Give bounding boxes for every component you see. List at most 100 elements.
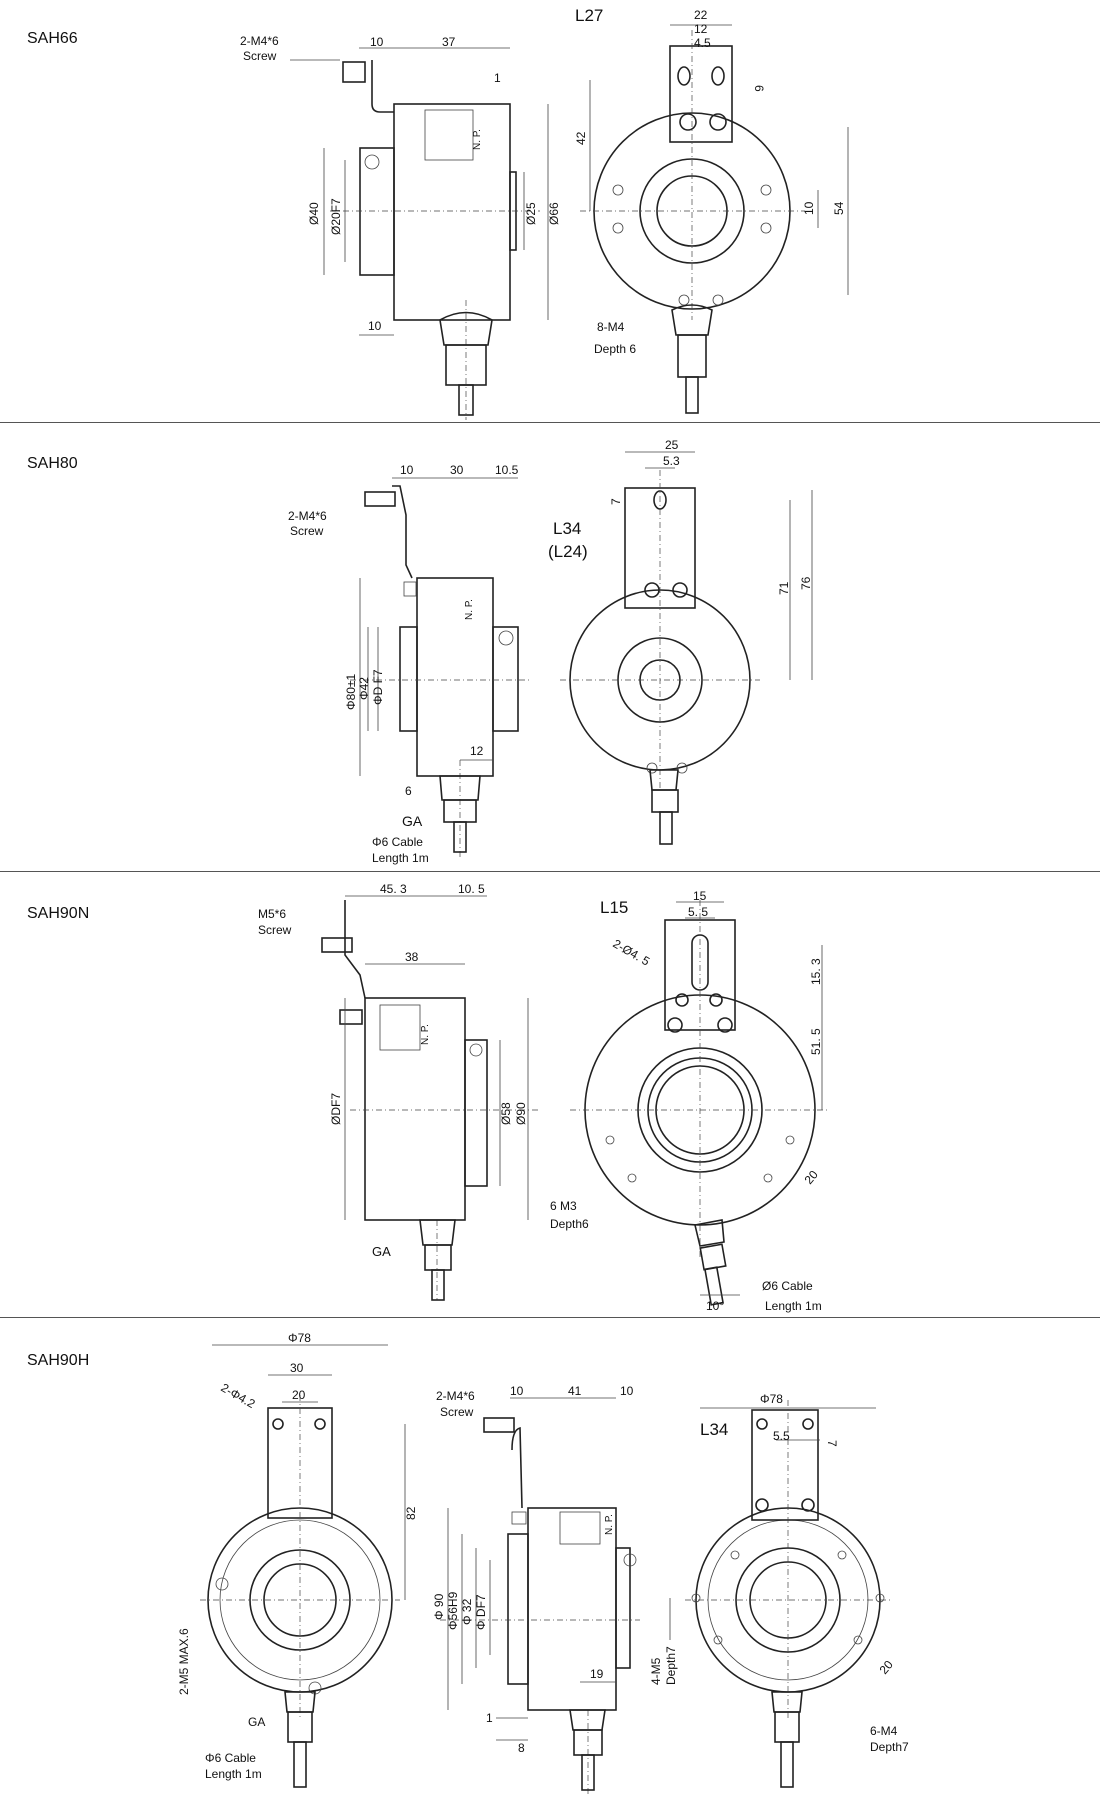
sah80-dim-76: 76 <box>799 576 813 590</box>
sah66-np: N. P. <box>472 129 483 150</box>
sah90h-dim-5-5: 5.5 <box>773 1429 790 1443</box>
sah80-dim-80: Φ80±1 <box>344 673 358 710</box>
sah90h-ga: GA <box>248 1715 265 1729</box>
sah90h-dim-78b: Φ78 <box>760 1392 783 1406</box>
sah90h-length: Length 1m <box>205 1767 262 1781</box>
sah90h-m5: 2-M5 MAX.6 <box>177 1628 191 1695</box>
sah90n-dim-45-3: 45. 3 <box>380 882 407 896</box>
sah90h-dim-82: 82 <box>404 1506 418 1520</box>
sah66-m4: 8-M4 <box>597 320 625 334</box>
sah66-dim-22: 22 <box>694 8 708 22</box>
sah80-front-view <box>560 451 813 845</box>
sah80-dim-12: 12 <box>470 744 484 758</box>
sah90h-front-view-right <box>669 1400 890 1788</box>
sah66-front-view <box>580 24 849 414</box>
sah66-dim-4-5: 4.5 <box>694 36 711 50</box>
sah80-dim-screw: 2-M4*6 <box>288 509 327 523</box>
sah66-l27: L27 <box>575 6 603 25</box>
sah90n-dim-4-5: 2-Ø4. 5 <box>611 936 653 968</box>
sah90n-length: Length 1m <box>765 1299 822 1313</box>
sah80-dim-df7: ΦD F7 <box>371 669 385 705</box>
sah90h-tether-plate-right <box>751 1409 819 1521</box>
sah66-dim-40: Ø40 <box>307 202 321 225</box>
sah90n-dim-5-5: 5. 5 <box>688 905 708 919</box>
model-label-sah90n: SAH90N <box>27 905 90 922</box>
sah90n-dim-screw: M5*6 <box>258 907 286 921</box>
sah90n-deg: 10° <box>706 1299 724 1313</box>
sah90h-np: N. P. <box>604 1514 615 1535</box>
sah80-dim-71: 71 <box>777 581 791 595</box>
sah90h-dim-20b: 20 <box>877 1657 897 1676</box>
sah90n-dim-15: 15 <box>693 889 707 903</box>
sah90h-dim-56: Φ56H9 <box>446 1591 460 1630</box>
sah66-body <box>393 103 511 321</box>
sah90n-ga: GA <box>372 1244 391 1259</box>
sah90h-dim-10b: 10 <box>620 1384 634 1398</box>
sah66-dim-1: 1 <box>494 71 501 85</box>
sah90h-m5b: 4-M5 <box>649 1657 663 1685</box>
sah80-length: Length 1m <box>372 851 429 865</box>
sah90n-side-view <box>321 895 540 1301</box>
sah80-dim-42: Φ42 <box>357 677 371 700</box>
sah90n-dim-20: 20 <box>802 1167 822 1186</box>
sah90h-dim-32: Φ 32 <box>460 1598 474 1625</box>
sah90n-dim-90: Ø90 <box>514 1102 528 1125</box>
sah66-connector <box>439 311 493 346</box>
sah66-dim-screw: 2-M4*6 <box>240 34 279 48</box>
sah80-np: N. P. <box>464 599 475 620</box>
sah80-dim-10-5: 10.5 <box>495 463 519 477</box>
sah90n-front-view <box>570 900 830 1306</box>
sah90n-dim-38: 38 <box>405 950 419 964</box>
sah90h-dim-19: 19 <box>590 1667 604 1681</box>
sah80-dim-25: 25 <box>665 438 679 452</box>
sah66-dim-10c: 10 <box>802 201 816 215</box>
sah66-side-view <box>290 47 549 420</box>
sah80-bracket <box>392 485 413 579</box>
sah66-dim-6: 6 <box>752 85 766 92</box>
section-divider <box>0 871 1100 872</box>
sah90h-dim-7: 7 <box>825 1440 839 1447</box>
sah90n-bracket <box>344 900 366 999</box>
sah90n-m3: 6 M3 <box>550 1199 577 1213</box>
sah66-tether-plate <box>669 45 733 143</box>
sah90h-dim-8: 8 <box>518 1741 525 1755</box>
sah66-dim-37: 37 <box>442 35 456 49</box>
sah66-dim-10a: 10 <box>370 35 384 49</box>
sah66-dim-10b: 10 <box>368 319 382 333</box>
sah80-dim-screw-label: Screw <box>290 524 324 538</box>
sah90n-np: N. P. <box>420 1024 431 1045</box>
sah90n-dim-10-5: 10. 5 <box>458 882 485 896</box>
sah90h-dim-78: Φ78 <box>288 1331 311 1345</box>
sah66-dim-42: 42 <box>574 131 588 145</box>
sah90h-dim-screw: 2-M4*6 <box>436 1389 475 1403</box>
sah90n-cable: Ø6 Cable <box>762 1279 813 1293</box>
sah80-ga: GA <box>402 813 423 829</box>
sah66-dim-20f7: Ø20F7 <box>329 198 343 235</box>
sah90h-dim-4-2: 2-Φ4.2 <box>219 1380 258 1411</box>
sah90h-depth: Depth7 <box>664 1646 678 1685</box>
sah90h-dim-1: 1 <box>486 1711 493 1725</box>
sah90n-dim-58: Ø58 <box>499 1102 513 1125</box>
section-divider <box>0 422 1100 423</box>
sah90h-dim-30: 30 <box>290 1361 304 1375</box>
sah80-dim-7: 7 <box>609 498 623 505</box>
sah66-depth: Depth 6 <box>594 342 636 356</box>
sah66-dim-54: 54 <box>832 201 846 215</box>
sah90h-side-view <box>440 1397 640 1795</box>
sah80-dim-6: 6 <box>405 784 412 798</box>
sah66-bracket <box>371 60 394 113</box>
sah80-dim-30: 30 <box>450 463 464 477</box>
model-label-sah66: SAH66 <box>27 30 78 47</box>
sah90h-front-view-left <box>200 1344 406 1788</box>
sah90h-depth2: Depth7 <box>870 1740 909 1754</box>
sah66-hollow-shaft <box>359 147 395 276</box>
sah90h-dim-90: Φ 90 <box>432 1593 446 1620</box>
model-label-sah90h: SAH90H <box>27 1352 90 1369</box>
sah66-dim-12: 12 <box>694 22 708 36</box>
sah90h-m4: 6-M4 <box>870 1724 898 1738</box>
sah90h-dim-20: 20 <box>292 1388 306 1402</box>
sah90h-dim-screw-label: Screw <box>440 1405 474 1419</box>
section-divider <box>0 1317 1100 1318</box>
sah66-dim-25: Ø25 <box>524 202 538 225</box>
